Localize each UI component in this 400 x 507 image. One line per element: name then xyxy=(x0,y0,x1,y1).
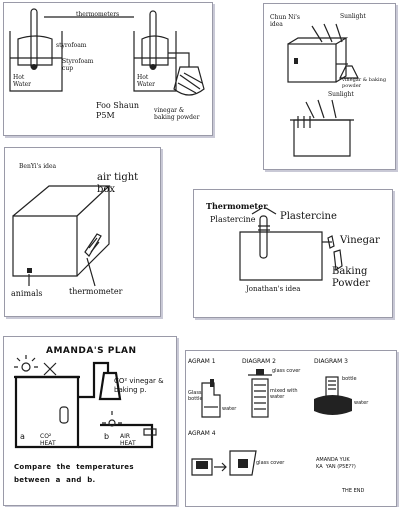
co2-vinegar-label: CO² vinegar & baking p. xyxy=(114,377,164,395)
glass-bottle-label: Glass bottle xyxy=(188,390,203,402)
benyi-title: BenYi's idea xyxy=(19,163,57,170)
panel-benyi: BenYi's idea air tight box animals therm… xyxy=(4,147,161,317)
panel-amanda-plan: AMANDA'S PLAN CO² vinegar & baking p. CO… xyxy=(3,336,177,506)
plastercine-left-label: Plastercine xyxy=(210,215,256,224)
sunlight-bottom-label: Sunlight xyxy=(328,91,354,98)
thermometer-label: Thermometer xyxy=(206,201,268,211)
sunlight-top-label: Sunlight xyxy=(340,13,366,20)
chun-diagram xyxy=(287,23,359,157)
author-label: Foo Shaun P5M xyxy=(96,101,139,120)
diagram2-label: DIAGRAM 2 xyxy=(242,358,276,365)
glass-cover-label: glass cover xyxy=(272,368,301,374)
panel-chun-ni: Chun Ni's idea Sunlight vinegar & baking… xyxy=(263,3,396,170)
diagrams-drawing xyxy=(191,369,352,476)
thermometer-label: thermometer xyxy=(69,287,123,296)
diagrams-author: AMANDA YUK KA YAN (P5E??) xyxy=(316,457,356,470)
chun-title: Chun Ni's idea xyxy=(270,14,300,29)
panel-foo-shaun: thermometers styrofoam Styrofoam cup Hot… xyxy=(3,2,213,136)
thermometers-label: thermometers xyxy=(76,11,120,18)
vinegar-label: vinegar & baking powder xyxy=(154,107,200,122)
co2-heat-label: CO² HEAT xyxy=(40,433,56,448)
jonathan-author: Jonathan's idea xyxy=(246,285,301,293)
diagram1-label: AGRAM 1 xyxy=(188,358,216,365)
diagram4-label: AGRAM 4 xyxy=(188,430,216,437)
amanda-plan-title: AMANDA'S PLAN xyxy=(46,346,137,356)
compare-text: Compare the temperatures between a and b… xyxy=(14,463,134,484)
amanda-plan-diagram xyxy=(14,355,157,449)
air-heat-label: AIR HEAT xyxy=(120,433,136,448)
benyi-diagram xyxy=(12,185,111,287)
styrofoam-cup-label: Styrofoam cup xyxy=(62,58,94,72)
vinegar-label: vinegar & baking powder xyxy=(342,77,387,89)
foo-diagram xyxy=(9,8,205,96)
baking-powder-label: Baking Powder xyxy=(332,266,371,289)
label-a: a xyxy=(20,432,25,441)
water3-label: water xyxy=(354,400,369,406)
air-tight-label: air tight box xyxy=(97,172,139,195)
styrofoam-label: styrofoam xyxy=(56,42,87,49)
water1-label: water xyxy=(222,406,237,412)
mixed-with-water-label: mixed with water xyxy=(270,388,298,400)
the-end-label: THE END xyxy=(342,488,365,494)
diagram3-label: DIAGRAM 3 xyxy=(314,358,348,365)
panel-diagrams: AGRAM 1 DIAGRAM 2 DIAGRAM 3 glass cover … xyxy=(185,350,397,507)
hot-water-left-label: Hot Water xyxy=(13,74,32,88)
hot-water-right-label: Hot Water xyxy=(137,74,156,88)
label-b: b xyxy=(104,432,110,441)
panel-jonathan: Thermometer Plastercine Plastercine Vine… xyxy=(193,189,393,318)
glass-cover4-label: glass cover xyxy=(256,460,285,466)
animals-label: animals xyxy=(11,289,43,298)
vinegar-label: Vinegar xyxy=(340,235,380,246)
jonathan-diagram xyxy=(239,207,343,281)
bottle-label: bottle xyxy=(342,376,357,382)
plastercine-right-label: Plastercine xyxy=(280,211,337,222)
